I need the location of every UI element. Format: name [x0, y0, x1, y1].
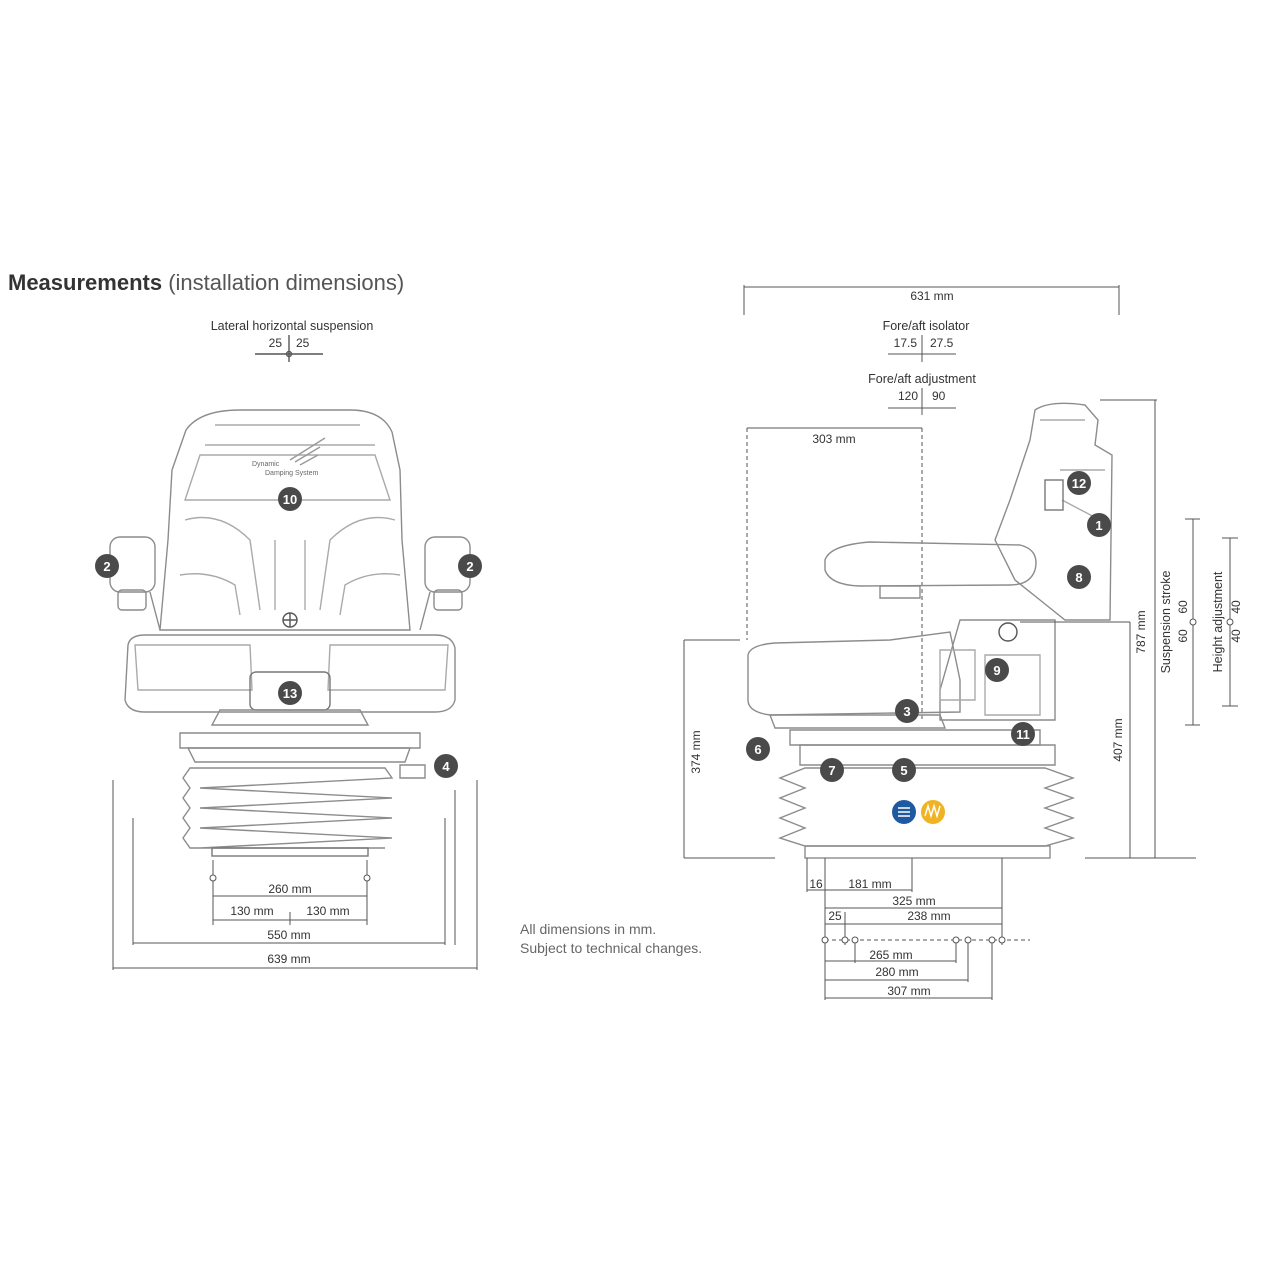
dim-407: 407 mm [1111, 718, 1125, 761]
svg-text:6: 6 [754, 742, 761, 757]
callout-3: 3 [895, 699, 919, 723]
front-callouts: 10 2 2 13 4 [95, 487, 482, 778]
title-bold: Measurements [8, 270, 163, 295]
dim-787: 787 mm [1134, 610, 1148, 653]
lateral-right-value: 25 [296, 336, 310, 350]
isolator-right: 27.5 [930, 336, 954, 350]
callout-13: 13 [278, 681, 302, 705]
title-normal: (installation dimensions) [162, 270, 405, 295]
svg-text:8: 8 [1075, 570, 1082, 585]
side-view: 631 mm Fore/aft isolator 17.5 27.5 Fore/… [683, 285, 1243, 1000]
adjust-label: Fore/aft adjustment [868, 372, 976, 386]
isolator-label: Fore/aft isolator [883, 319, 970, 333]
front-backrest [159, 409, 411, 631]
front-view: Lateral horizontal suspension 25 25 Dyna… [109, 319, 478, 970]
svg-text:13: 13 [283, 686, 297, 701]
dim-550: 550 mm [267, 928, 310, 942]
note-line-2: Subject to technical changes. [520, 940, 703, 956]
dim-16: 16 [809, 877, 823, 891]
spring-badge-icon [921, 800, 945, 824]
adjust-right: 90 [932, 389, 946, 403]
callout-2-left: 2 [95, 554, 119, 578]
height-top: 40 [1229, 600, 1243, 614]
page-title: Measurements (installation dimensions) [8, 270, 404, 296]
svg-text:5: 5 [900, 763, 907, 778]
dim-181: 181 mm [848, 877, 891, 891]
dim-303: 303 mm [812, 432, 855, 446]
svg-text:7: 7 [828, 763, 835, 778]
svg-text:1: 1 [1095, 518, 1102, 533]
lateral-left-value: 25 [269, 336, 283, 350]
dim-325: 325 mm [892, 894, 935, 908]
svg-text:10: 10 [283, 492, 297, 507]
callout-10: 10 [278, 487, 302, 511]
dim-631: 631 mm [910, 289, 953, 303]
dim-238: 238 mm [907, 909, 950, 923]
note-line-1: All dimensions in mm. [520, 921, 657, 937]
svg-text:2: 2 [466, 559, 473, 574]
svg-text:4: 4 [442, 759, 450, 774]
callout-12: 12 [1067, 471, 1091, 495]
front-seat-cushion [124, 634, 456, 713]
svg-text:11: 11 [1016, 727, 1030, 742]
callout-6: 6 [746, 737, 770, 761]
dim-25: 25 [828, 909, 842, 923]
adjust-left: 120 [898, 389, 918, 403]
callout-1: 1 [1087, 513, 1111, 537]
callout-2-right: 2 [458, 554, 482, 578]
side-callouts: 12 1 8 9 3 11 6 7 5 [746, 471, 1111, 782]
svg-text:12: 12 [1072, 476, 1086, 491]
side-armrest [824, 541, 1037, 587]
isolator-left: 17.5 [894, 336, 918, 350]
callout-7: 7 [820, 758, 844, 782]
callout-4: 4 [434, 754, 458, 778]
front-suspension-bellows [182, 767, 394, 849]
stroke-bottom: 60 [1176, 629, 1190, 643]
dim-307: 307 mm [887, 984, 930, 998]
svg-text:2: 2 [103, 559, 110, 574]
dim-374: 374 mm [689, 730, 703, 773]
height-adjustment-label: Height adjustment [1211, 571, 1225, 672]
dim-280: 280 mm [875, 965, 918, 979]
damping-system-badge-icon [892, 800, 916, 824]
backrest-logo-line2: Damping System [265, 470, 318, 477]
side-seat-cushion [747, 631, 961, 716]
height-bottom: 40 [1229, 629, 1243, 643]
dim-130-right: 130 mm [306, 904, 349, 918]
callout-9: 9 [985, 658, 1009, 682]
dim-639: 639 mm [267, 952, 310, 966]
callout-5: 5 [892, 758, 916, 782]
stroke-top: 60 [1176, 600, 1190, 614]
callout-8: 8 [1067, 565, 1091, 589]
svg-text:9: 9 [993, 663, 1000, 678]
dimensions-note: All dimensions in mm. Subject to technic… [520, 920, 702, 958]
callout-11: 11 [1011, 722, 1035, 746]
side-backrest [994, 402, 1113, 621]
dim-265: 265 mm [869, 948, 912, 962]
side-brand-emblem-icon [998, 622, 1018, 642]
backrest-logo-line1: Dynamic [252, 461, 280, 468]
suspension-stroke-label: Suspension stroke [1159, 571, 1173, 674]
lateral-suspension-label: Lateral horizontal suspension [211, 319, 374, 333]
dim-130-left: 130 mm [230, 904, 273, 918]
dim-260: 260 mm [268, 882, 311, 896]
svg-text:3: 3 [903, 704, 910, 719]
